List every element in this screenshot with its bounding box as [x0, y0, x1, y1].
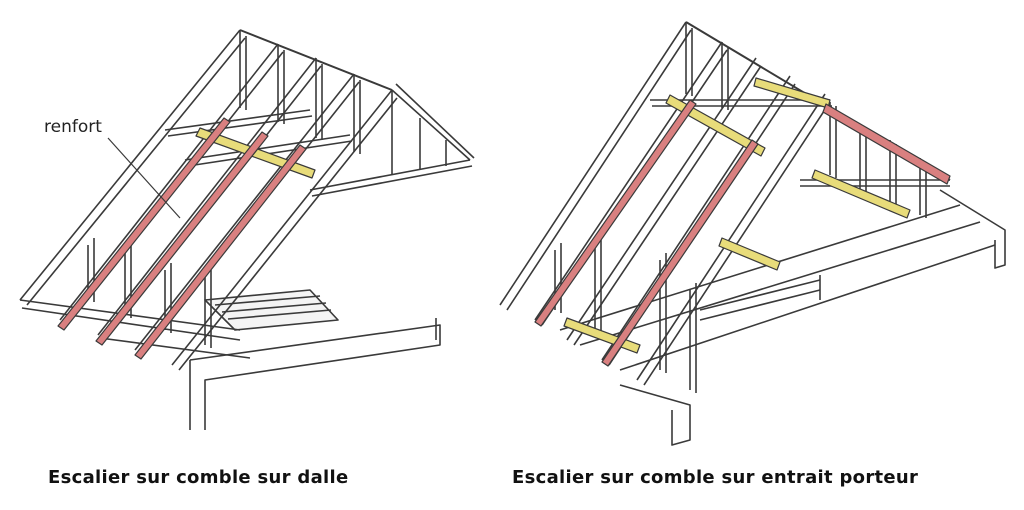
- left-framing-drawing: [19, 29, 475, 430]
- left-diagram-caption: Escalier sur comble sur dalle: [48, 467, 349, 488]
- left-wall-plates: [19, 299, 251, 359]
- right-walls: [559, 189, 1006, 446]
- left-collar-ties: [164, 109, 353, 167]
- left-slab: [189, 289, 441, 430]
- reinforcement-callout-label: renfort: [44, 117, 102, 137]
- left-reinforcement-rafters: [57, 117, 307, 360]
- right-rafters: [499, 21, 831, 386]
- right-reinforcement-rafters: [534, 99, 951, 367]
- left-rear-gable: [309, 83, 475, 197]
- left-rafters: [19, 29, 398, 371]
- callout-leader-line: [107, 137, 181, 219]
- right-diagram-caption: Escalier sur comble sur entrait porteur: [512, 467, 919, 488]
- left-posts: [87, 30, 361, 348]
- right-framing-drawing: [499, 21, 1006, 446]
